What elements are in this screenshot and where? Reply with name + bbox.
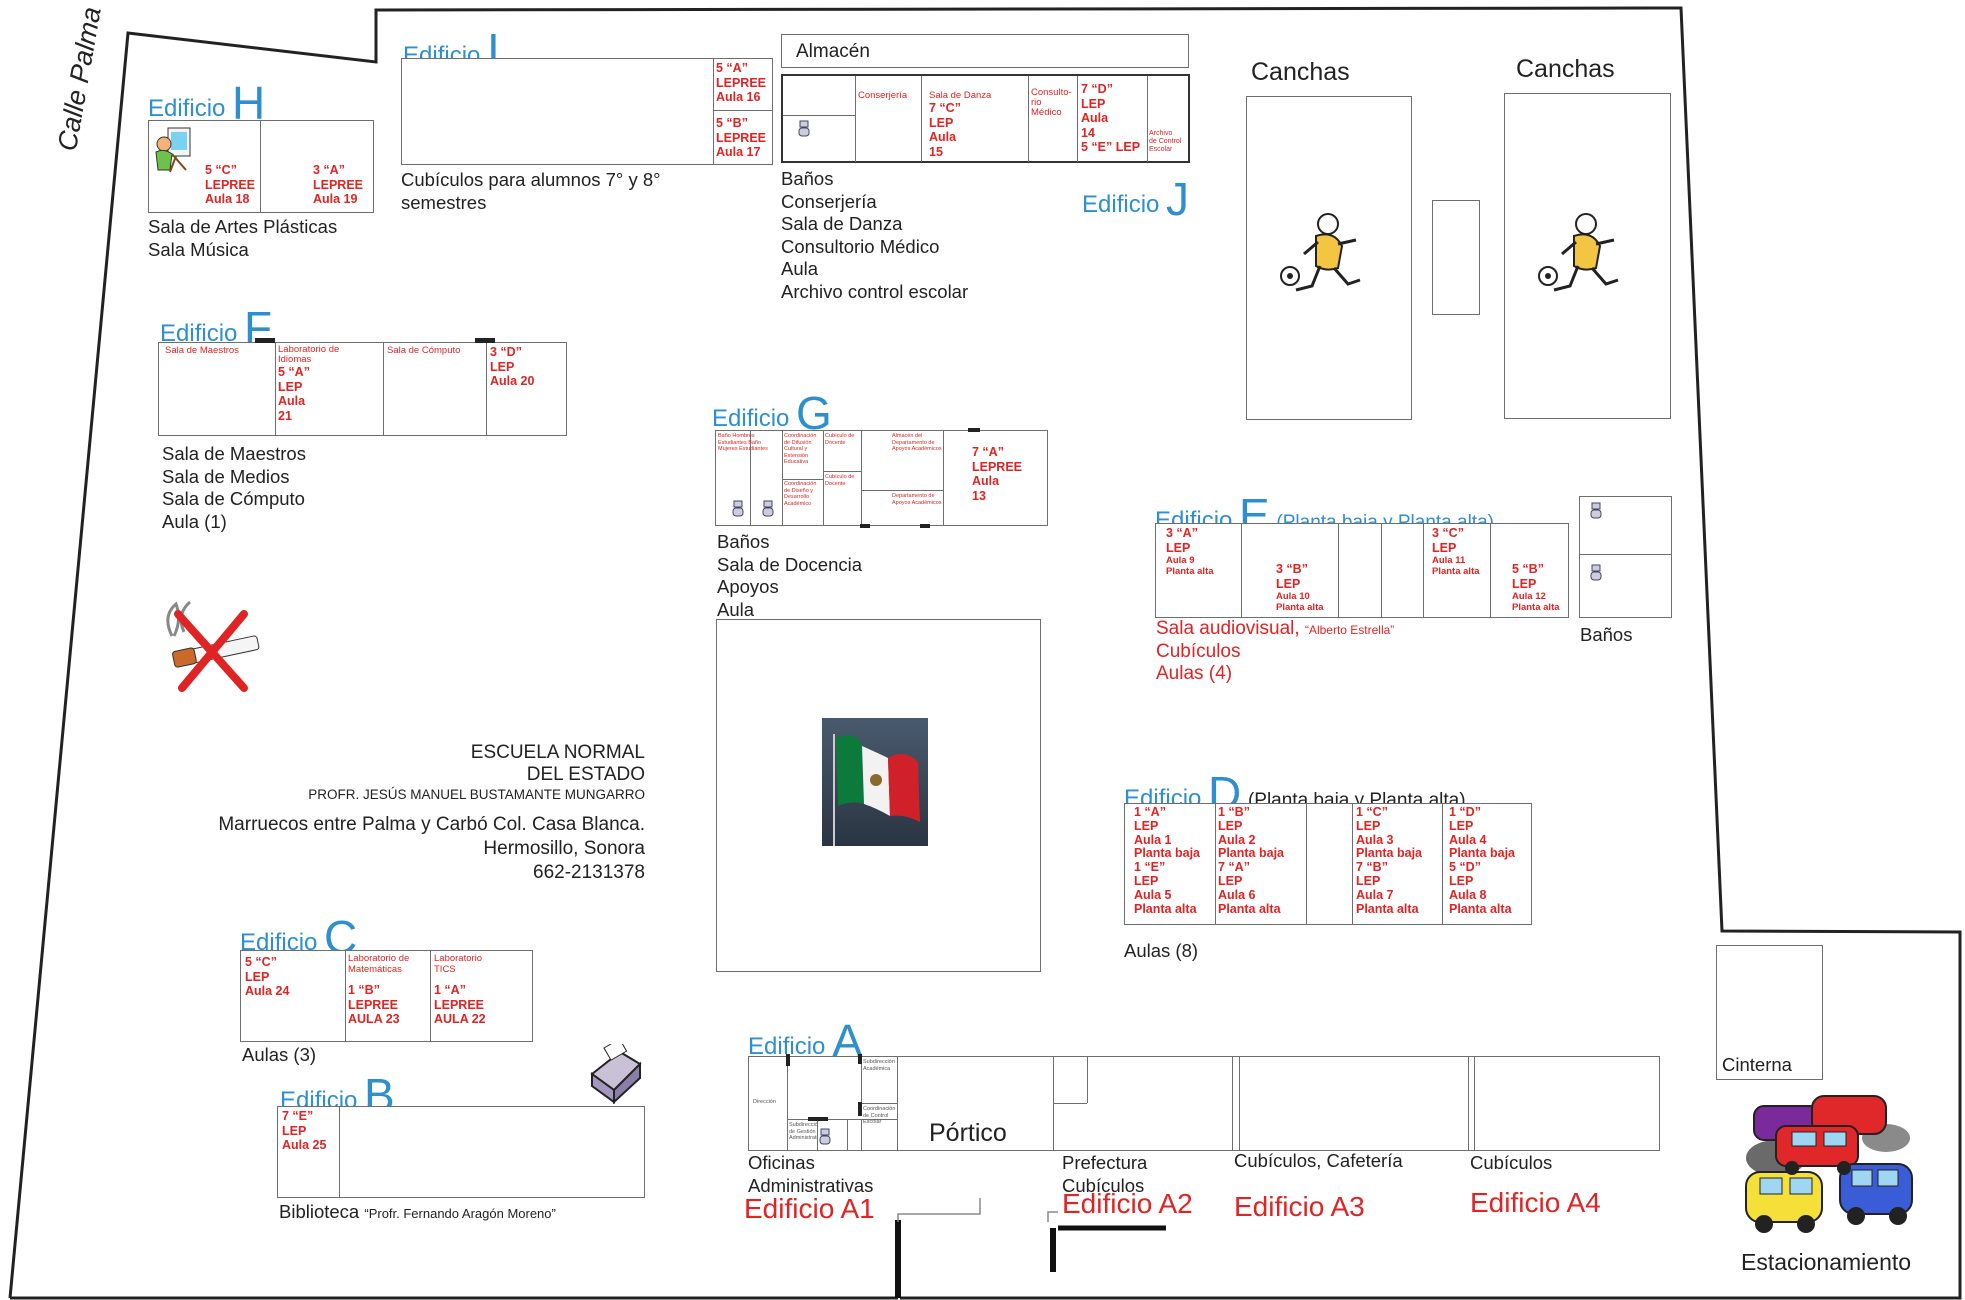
- sala-maestros: Sala de Maestros: [165, 345, 239, 356]
- conserjeria-room: Conserjería: [858, 90, 908, 101]
- school-phone: 662-2131378: [533, 862, 645, 883]
- building-h-title: Edificio H: [148, 77, 266, 129]
- almacen: Almacén: [781, 34, 1189, 68]
- building-b-desc: Biblioteca “Profr. Fernando Aragón Moren…: [279, 1201, 556, 1222]
- parking-label: Estacionamiento: [1741, 1249, 1912, 1275]
- building-j-title: Edificio J: [1082, 173, 1190, 225]
- school-address: Marruecos entre Palma y Carbó Col. Casa …: [218, 814, 645, 835]
- g-depto-apoyos: Departamento de Apoyos Académicos: [892, 493, 942, 506]
- g-cubiculo-1: Cubículo de Docente: [825, 433, 855, 446]
- school-patron: PROFR. JESÚS MANUEL BUSTAMANTE MUNGARRO: [308, 787, 645, 802]
- building-g-title: Edificio G: [712, 387, 832, 439]
- school-info: ESCUELA NORMAL DEL ESTADO PROFR. JESÚS M…: [160, 742, 645, 885]
- toilet-icon: [798, 120, 810, 137]
- soccer-player-icon: [1280, 213, 1361, 292]
- sala-computo: Sala de Cómputo: [387, 345, 461, 356]
- edificio-a2-label: Edificio A2: [1062, 1188, 1193, 1219]
- g-coord-diseno: Coordinación de Diseño y Desarrollo Acad…: [784, 481, 817, 507]
- school-city: Hermosillo, Sonora: [483, 838, 645, 859]
- cisterna: Cinterna: [1716, 945, 1823, 1080]
- edificio-a4-label: Edificio A4: [1470, 1187, 1601, 1218]
- school-name-2: DEL ESTADO: [526, 764, 645, 785]
- e-banos-label: Baños: [1580, 624, 1633, 645]
- school-name-1: ESCUELA NORMAL: [470, 742, 645, 763]
- a3-desc: Cubículos, Cafetería: [1234, 1150, 1403, 1171]
- mexican-flag-icon: [822, 718, 928, 846]
- building-d-desc: Aulas (8): [1124, 940, 1199, 961]
- toilet-icon: [1590, 502, 1602, 519]
- toilet-icon: [1590, 564, 1602, 581]
- edificio-a3-label: Edificio A3: [1234, 1191, 1365, 1222]
- building-e-desc: Sala audiovisual, “Alberto Estrella” Cub…: [1156, 618, 1395, 684]
- g-almacen: Almacén del Departamento de Apoyos Acadé…: [892, 433, 942, 452]
- building-i-desc: Cubículos para alumnos 7° y 8°semestres: [401, 169, 661, 213]
- direccion: Dirección: [753, 1099, 776, 1105]
- toilet-icon: [732, 500, 744, 517]
- building-c-desc: Aulas (3): [242, 1044, 317, 1065]
- canchas-label-1: Canchas: [1251, 58, 1350, 86]
- cars-icon: [1745, 1095, 1913, 1233]
- printer-icon: [590, 1044, 642, 1104]
- toilet-icon: [819, 1128, 831, 1145]
- toilet-icon: [762, 500, 774, 517]
- g-coord-difusion: Coordinación de Difusión Cultural y Exte…: [784, 433, 817, 465]
- painter-icon: [155, 127, 191, 173]
- court-divider: [1432, 200, 1480, 315]
- g-cubiculo-2: Cubículo de Docente: [825, 474, 855, 487]
- canchas-label-2: Canchas: [1516, 55, 1615, 83]
- building-a: Dirección Subdirección Académica Coordin…: [748, 1056, 1660, 1151]
- edificio-a1-label: Edificio A1: [744, 1193, 875, 1224]
- soccer-player-icon: [1538, 213, 1619, 292]
- coord-control-escolar: Coordinación de Control Escolar: [863, 1106, 896, 1125]
- a4-desc: Cubículos: [1470, 1152, 1553, 1173]
- portico-label: Pórtico: [929, 1119, 1007, 1147]
- g-banos: Baño Hombres Estudiantes Baño Mujeres Es…: [718, 433, 768, 452]
- subdireccion-gestion: Subdirección de Gestión Administrativa: [789, 1122, 817, 1141]
- no-smoking-icon: [166, 600, 260, 692]
- subdireccion-academica: Subdirección Académica: [863, 1059, 895, 1072]
